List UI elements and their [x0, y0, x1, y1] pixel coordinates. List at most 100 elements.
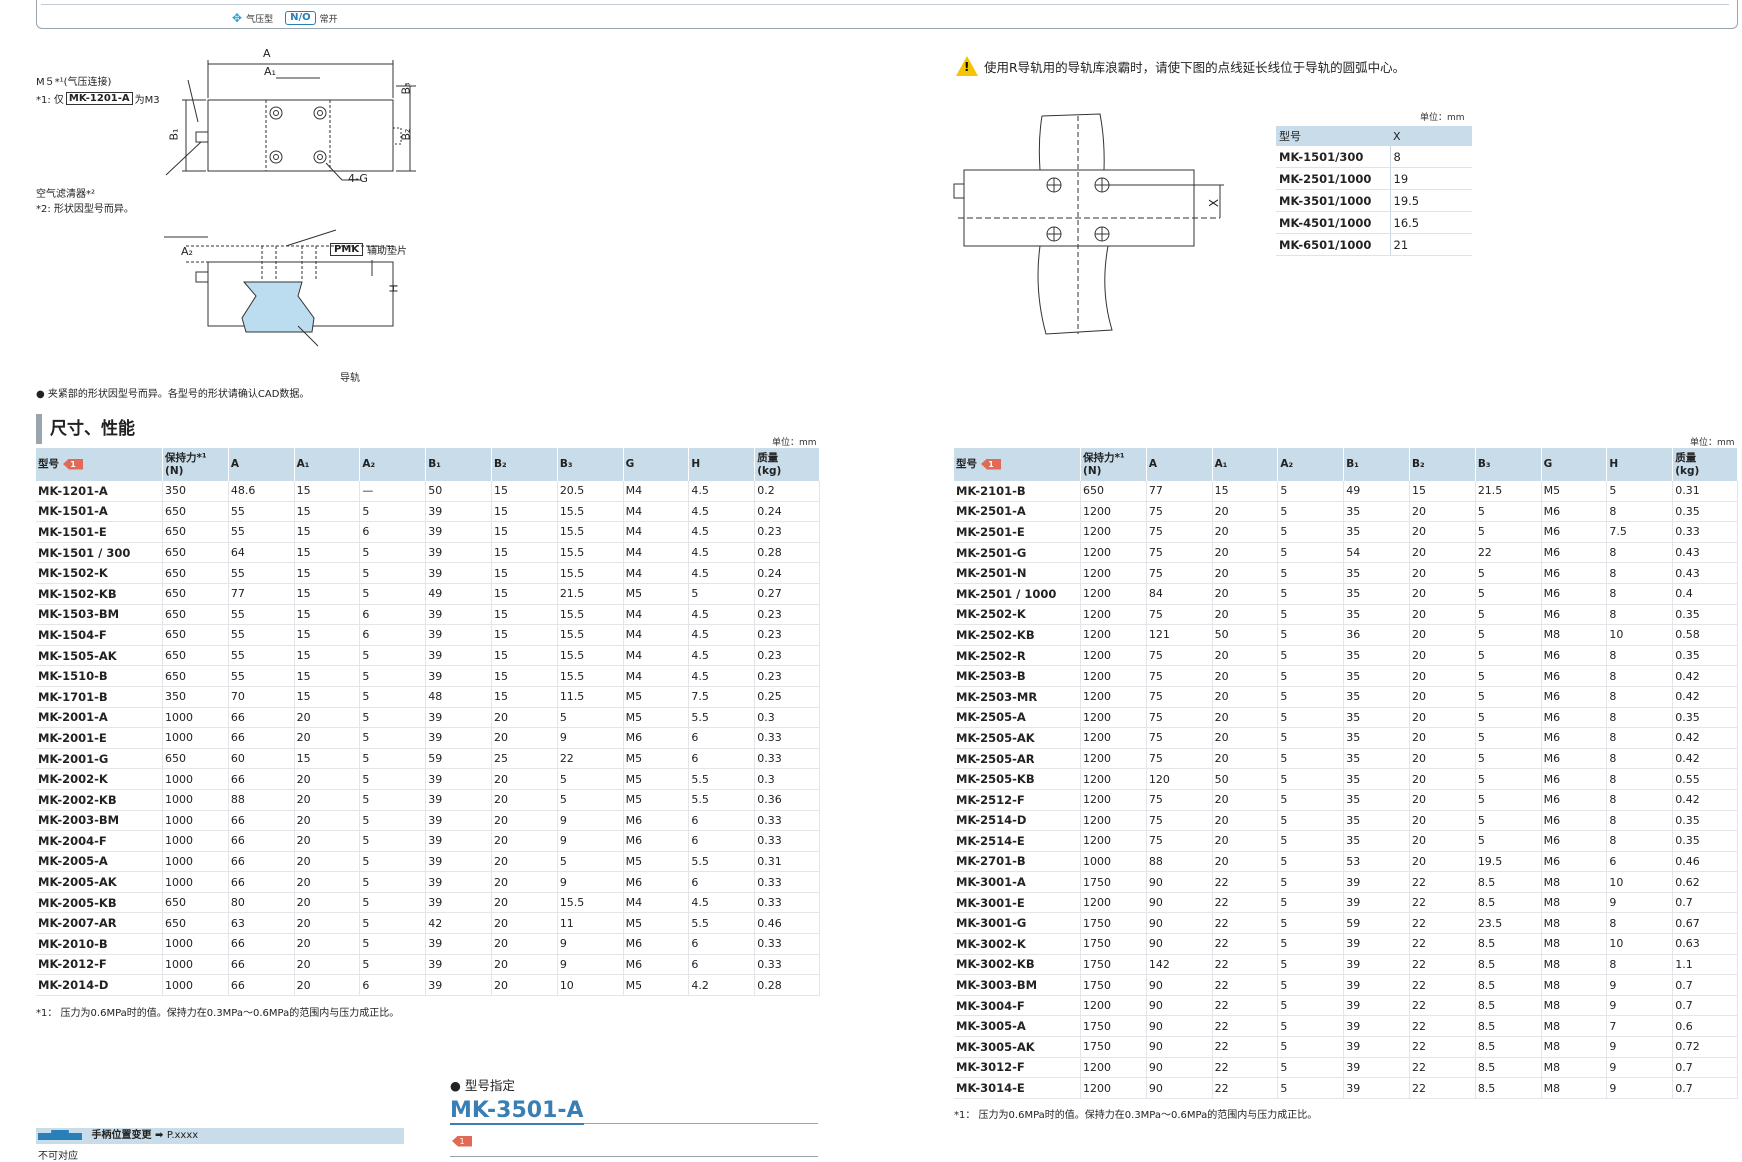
value-cell: M6 — [1541, 810, 1608, 832]
model-cell: MK-2501-N — [954, 562, 1082, 584]
value-cell: 0.28 — [754, 974, 820, 996]
value-cell: 35 — [1343, 727, 1411, 749]
value-cell: 1200 — [1080, 768, 1147, 790]
value-cell: 6 — [688, 830, 756, 852]
spec-header-text: A₂ — [1280, 458, 1294, 470]
value-cell: 5 — [1606, 481, 1674, 502]
value-cell: 5 — [359, 562, 427, 584]
value-cell: 5 — [1475, 665, 1542, 687]
value-cell: 5 — [1475, 562, 1542, 584]
value-cell: 22 — [1212, 933, 1279, 955]
x-table-model: MK-1501/300 — [1276, 146, 1391, 168]
value-cell: 4.5 — [688, 501, 756, 523]
value-cell: 5 — [359, 542, 427, 564]
value-cell: 20 — [1409, 521, 1476, 543]
spec-header-text: B₂ — [1412, 458, 1425, 470]
dim-a1-label: A₁ — [264, 65, 276, 78]
value-cell: 90 — [1146, 1057, 1213, 1079]
value-cell: 1200 — [1080, 892, 1147, 914]
value-cell: 5 — [359, 892, 427, 914]
value-cell: 39 — [1343, 954, 1411, 976]
value-cell: 20 — [491, 789, 558, 811]
x-table-model: MK-4501/1000 — [1276, 211, 1391, 234]
value-cell: 35 — [1343, 521, 1411, 543]
left-table-unit: 单位：mm — [772, 438, 817, 448]
value-cell: 0.23 — [754, 665, 820, 687]
value-cell: 0.3 — [754, 707, 820, 729]
value-cell: M4 — [623, 481, 690, 502]
value-cell: 4.5 — [688, 562, 756, 584]
value-cell: 20 — [1409, 583, 1476, 605]
note2: *2: 形状因型号而异。 — [36, 204, 134, 215]
value-cell: 10 — [557, 974, 624, 996]
value-cell: 20 — [1409, 562, 1476, 584]
model-cell: MK-3003-BM — [954, 974, 1082, 996]
page-ref-link[interactable]: P.xxxx — [166, 1130, 199, 1141]
value-cell: 15.5 — [557, 521, 624, 543]
value-cell: 22 — [1212, 912, 1279, 935]
value-cell: 5 — [1475, 604, 1542, 626]
value-cell: 0.58 — [1672, 624, 1738, 646]
value-cell: 0.42 — [1672, 789, 1738, 811]
value-cell: 5.5 — [688, 789, 756, 811]
spec-header-4: A₂ — [359, 448, 427, 481]
value-cell: 39 — [425, 521, 493, 543]
spec-header-5: B₁ — [425, 448, 493, 481]
value-cell: 9 — [557, 933, 624, 955]
value-cell: 1200 — [1080, 604, 1147, 626]
value-cell: 75 — [1146, 789, 1213, 811]
value-cell: M6 — [623, 954, 690, 976]
value-cell: 35 — [1343, 583, 1411, 605]
spec-header-10: 质量 (kg) — [754, 448, 820, 481]
value-cell: 6 — [688, 810, 756, 832]
model-spec-divider — [450, 1156, 818, 1157]
value-cell: 9 — [1606, 1057, 1674, 1079]
value-cell: 20 — [1212, 665, 1279, 687]
value-cell: 39 — [425, 727, 493, 749]
value-cell: 5 — [1277, 974, 1345, 996]
no-badge: N/O — [285, 11, 316, 25]
value-cell: 15 — [491, 583, 558, 605]
value-cell: 15.5 — [557, 624, 624, 646]
value-cell: 39 — [1343, 1015, 1411, 1038]
value-cell: 35 — [1343, 810, 1411, 832]
value-cell: 20 — [1212, 583, 1279, 605]
value-cell: 22 — [1409, 995, 1476, 1017]
value-cell: 20 — [1212, 851, 1279, 873]
spec-header-text: H — [1609, 458, 1619, 470]
value-cell: 5 — [1475, 624, 1542, 646]
value-cell: 20 — [1409, 645, 1476, 667]
value-cell: 650 — [162, 562, 229, 584]
value-cell: 5 — [1475, 768, 1542, 790]
value-cell: 39 — [425, 830, 493, 852]
value-cell: 22 — [1409, 1057, 1476, 1079]
value-cell: 20 — [1409, 851, 1476, 873]
value-cell: 5 — [1277, 481, 1345, 502]
value-cell: 0.2 — [754, 481, 820, 502]
value-cell: 20 — [294, 851, 361, 873]
value-cell: 75 — [1146, 665, 1213, 687]
value-cell: M6 — [1541, 789, 1608, 811]
value-cell: M6 — [1541, 707, 1608, 729]
value-cell: M6 — [1541, 562, 1608, 584]
value-cell: 9 — [1606, 1036, 1674, 1058]
value-cell: 5 — [1277, 748, 1345, 770]
model-cell: MK-2512-F — [954, 789, 1082, 811]
value-cell: 20 — [1409, 830, 1476, 852]
value-cell: 5 — [1277, 830, 1345, 852]
value-cell: 350 — [162, 686, 229, 708]
spec-header-2: A — [228, 448, 295, 481]
value-cell: 66 — [228, 974, 295, 996]
value-cell: 5 — [1277, 727, 1345, 749]
value-cell: 5 — [359, 912, 427, 935]
